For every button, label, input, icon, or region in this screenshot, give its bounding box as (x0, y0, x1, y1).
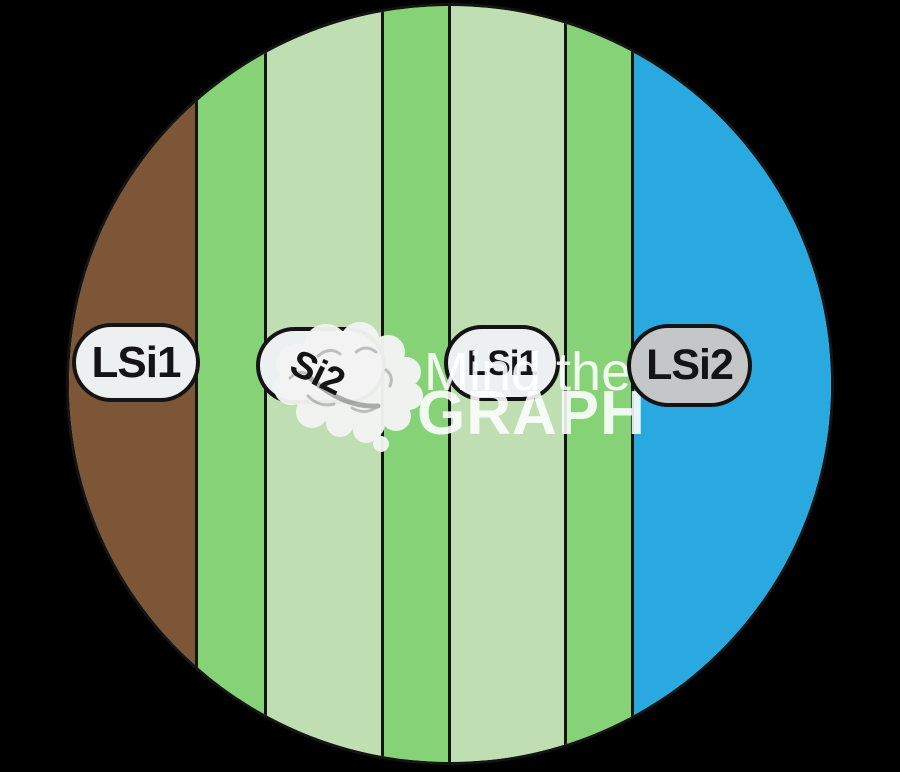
stripe-divider (564, 6, 567, 762)
label-pill-lsi2-right: LSi2 (627, 324, 752, 407)
stripe-green-3 (566, 6, 633, 762)
label-pill-lsi1-left: LSi1 (72, 323, 200, 402)
watermark-text-line2: GRAPH (417, 379, 646, 448)
stripe-divider (195, 6, 198, 762)
stripe-green-1 (197, 6, 266, 762)
label-pill-lsi1-center: LSi1 (444, 325, 560, 401)
brain-icon (274, 322, 423, 452)
label-text: LSi1 (91, 337, 182, 387)
watermark-text-line1: Mind the (424, 342, 632, 402)
label-text: LSi2 (646, 341, 734, 389)
label-text: LSi1 (467, 343, 538, 383)
